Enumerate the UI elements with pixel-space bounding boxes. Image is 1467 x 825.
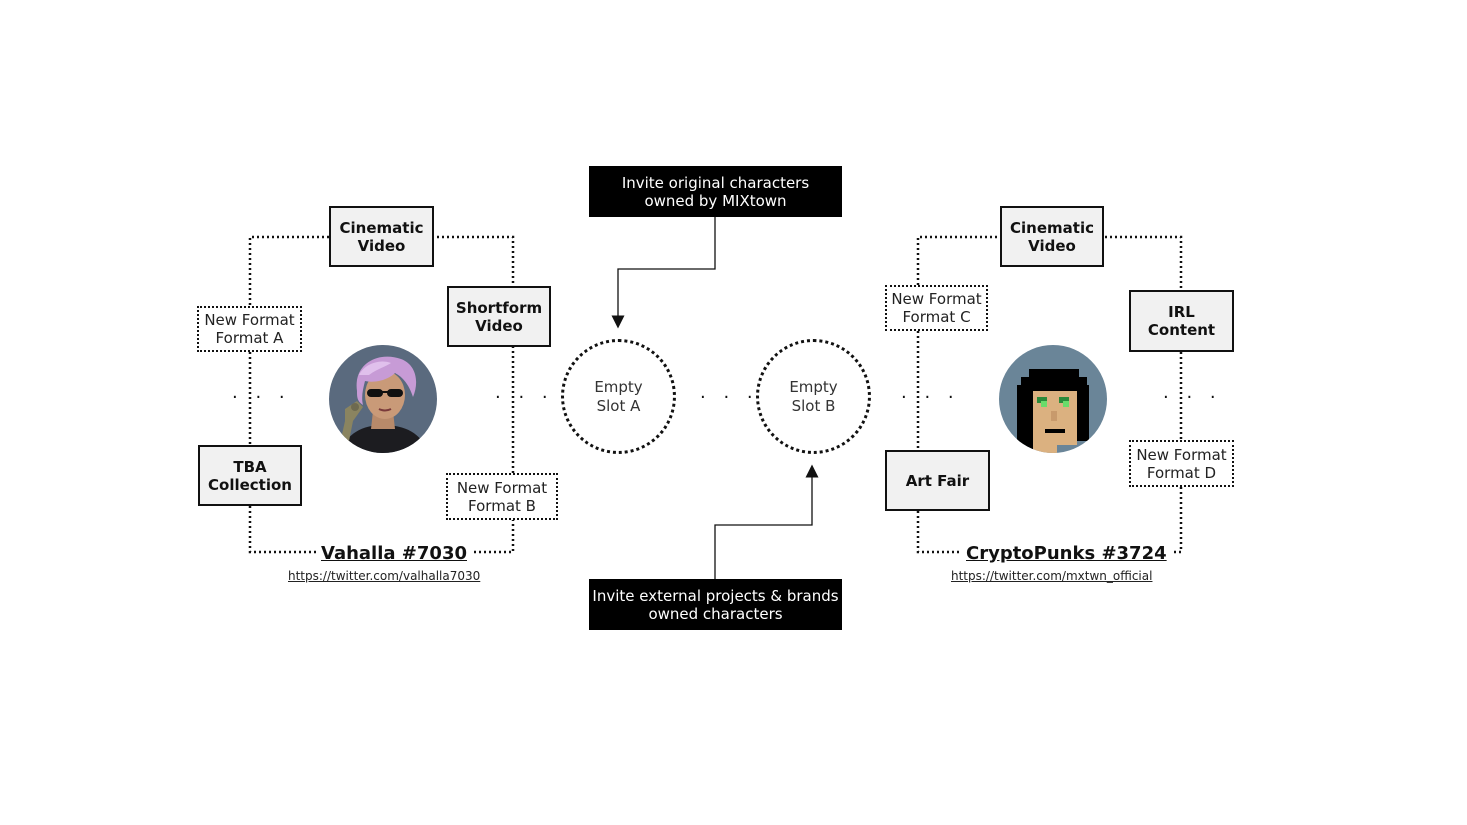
left-format-new-a: New Format Format A: [197, 306, 302, 352]
pixel-punk-portrait-icon: [999, 345, 1107, 453]
right-format-new-c: New Format Format C: [885, 285, 988, 331]
right-loop-bottom-left: [916, 511, 970, 554]
left-loop-bottom-left: [248, 506, 330, 554]
left-format-shortform-video: Shortform Video: [447, 286, 551, 347]
invite-external-note: Invite external projects & brands owned …: [589, 579, 842, 630]
right-ellipsis-left: · · ·: [901, 387, 960, 408]
right-format-irl-content: IRL Content: [1129, 290, 1234, 352]
empty-slot-b[interactable]: Empty Slot B: [756, 339, 871, 454]
left-loop-top: [248, 235, 515, 320]
right-ellipsis-right: · · ·: [1163, 387, 1222, 408]
left-character-url[interactable]: https://twitter.com/valhalla7030: [288, 569, 481, 583]
left-format-cinematic-video: Cinematic Video: [329, 206, 434, 267]
right-format-art-fair: Art Fair: [885, 450, 990, 511]
left-character-name[interactable]: Vahalla #7030: [317, 543, 471, 565]
right-format-cinematic-video: Cinematic Video: [1000, 206, 1104, 267]
arrow-to-slot-a: [611, 217, 716, 329]
right-character-url[interactable]: https://twitter.com/mxtwn_official: [951, 569, 1153, 583]
right-character-name[interactable]: CryptoPunks #3724: [962, 543, 1171, 565]
center-ellipsis: · · ·: [700, 387, 759, 408]
left-format-new-b: New Format Format B: [446, 473, 558, 520]
invite-original-note: Invite original characters owned by MIXt…: [589, 166, 842, 217]
left-format-tba-collection: TBA Collection: [198, 445, 302, 506]
arrow-to-slot-b: [714, 464, 819, 579]
anime-character-portrait-icon: [329, 345, 437, 453]
empty-slot-a[interactable]: Empty Slot A: [561, 339, 676, 454]
right-format-new-d: New Format Format D: [1129, 440, 1234, 487]
left-ellipsis-left: · · ·: [232, 387, 291, 408]
left-ellipsis-right: · · ·: [495, 387, 554, 408]
